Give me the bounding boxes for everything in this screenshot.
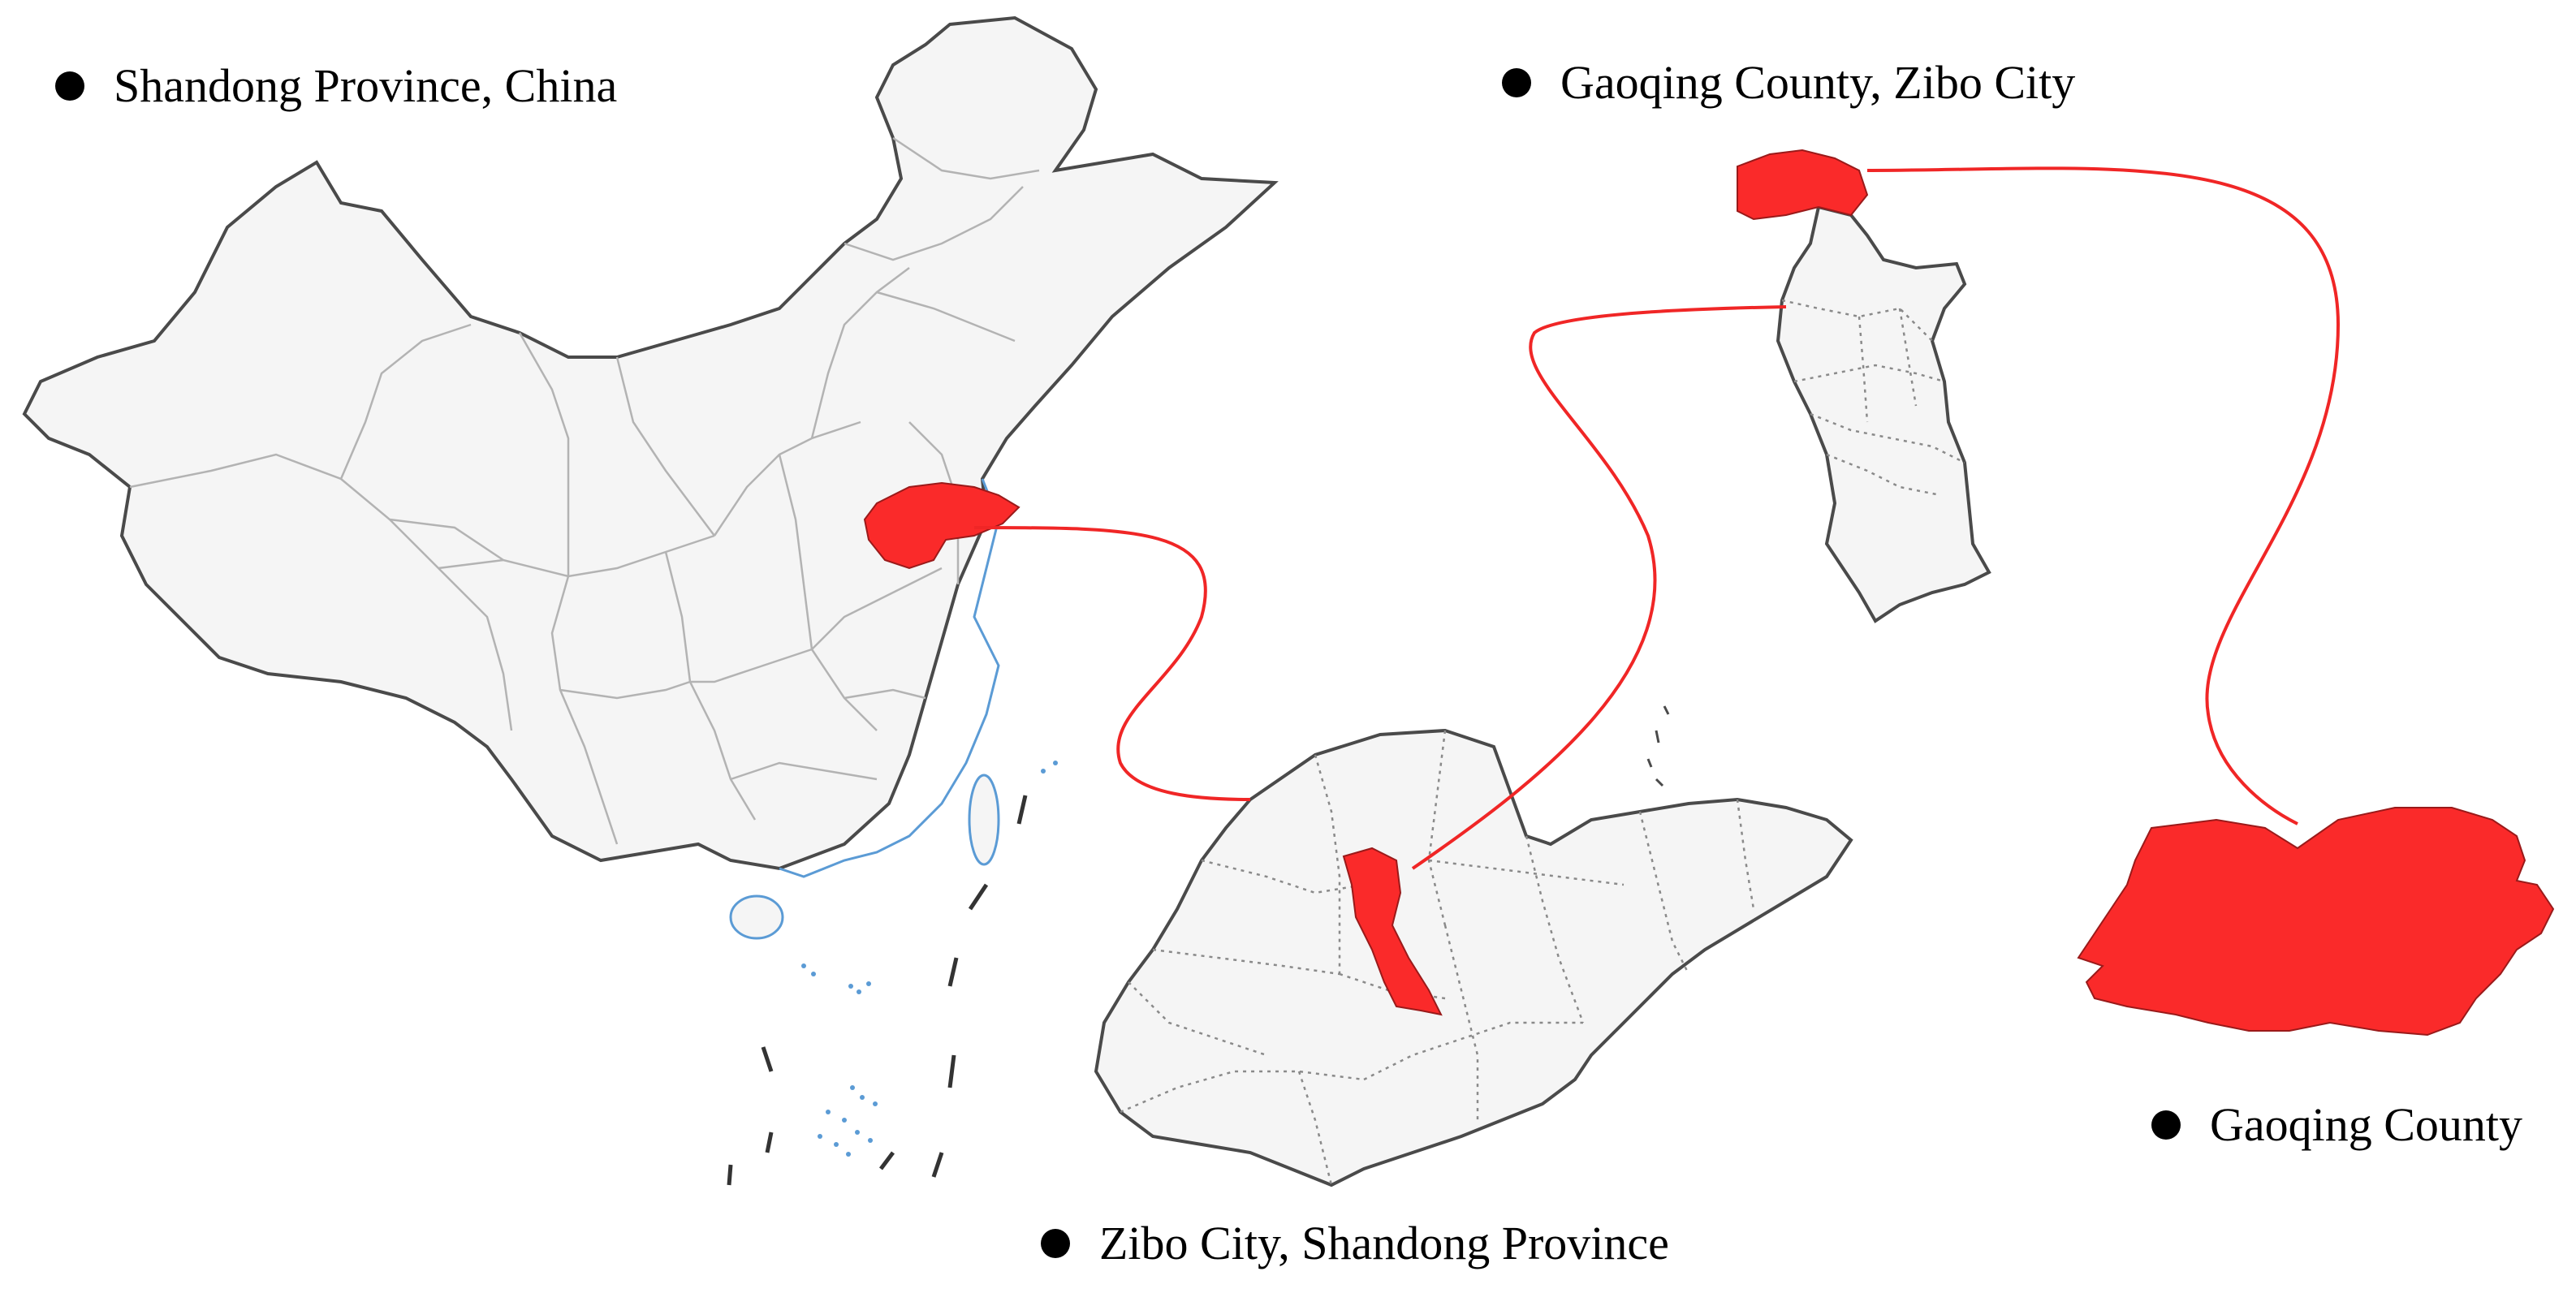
gaoqing-enlarged-highlight: [2077, 807, 2555, 1037]
gaoqing-small-highlight: [1737, 149, 1869, 221]
province-boundaries: [129, 136, 1040, 845]
connector-china-to-shandong: [973, 526, 1251, 801]
bullet-dot-icon: [2151, 1110, 2181, 1140]
zibo-map: [1737, 149, 1991, 623]
connector-shandong-to-zibo: [1411, 305, 1787, 870]
bullet-dot-icon: [55, 71, 84, 101]
china-map: [22, 15, 1279, 1186]
south-china-sea-islands: [801, 761, 1058, 1157]
shandong-islands: [1646, 705, 1670, 787]
china-outline: [22, 15, 1279, 871]
hainan-island: [729, 894, 784, 940]
zibo-highlight: [1342, 847, 1443, 1016]
connector-lines: [973, 166, 2341, 870]
shandong-map: [1094, 705, 1853, 1187]
connector-zibo-to-gaoqing: [1866, 166, 2341, 825]
zibo-outline: [1776, 205, 1991, 623]
shandong-highlight: [863, 481, 1020, 570]
label-shandong-province-china: Shandong Province, China: [55, 58, 617, 113]
shandong-county-boundaries: [1120, 730, 1755, 1186]
bullet-dot-icon: [1502, 67, 1531, 97]
gaoqing-enlarged-map: [2077, 807, 2555, 1037]
label-text: Gaoqing County, Zibo City: [1560, 56, 2076, 109]
label-gaoqing-county: Gaoqing County: [2151, 1097, 2522, 1152]
label-gaoqing-county-zibo-city: Gaoqing County, Zibo City: [1502, 55, 2075, 110]
taiwan-island: [968, 774, 1000, 866]
bullet-dot-icon: [1041, 1228, 1070, 1258]
nine-dash-line: [727, 795, 1028, 1186]
zibo-district-boundaries: [1781, 299, 1965, 497]
label-zibo-city-shandong-province: Zibo City, Shandong Province: [1041, 1216, 1669, 1270]
label-text: Zibo City, Shandong Province: [1099, 1217, 1669, 1269]
label-text: Shandong Province, China: [114, 59, 618, 112]
china-coastline: [779, 478, 1000, 878]
label-text: Gaoqing County: [2210, 1098, 2523, 1151]
